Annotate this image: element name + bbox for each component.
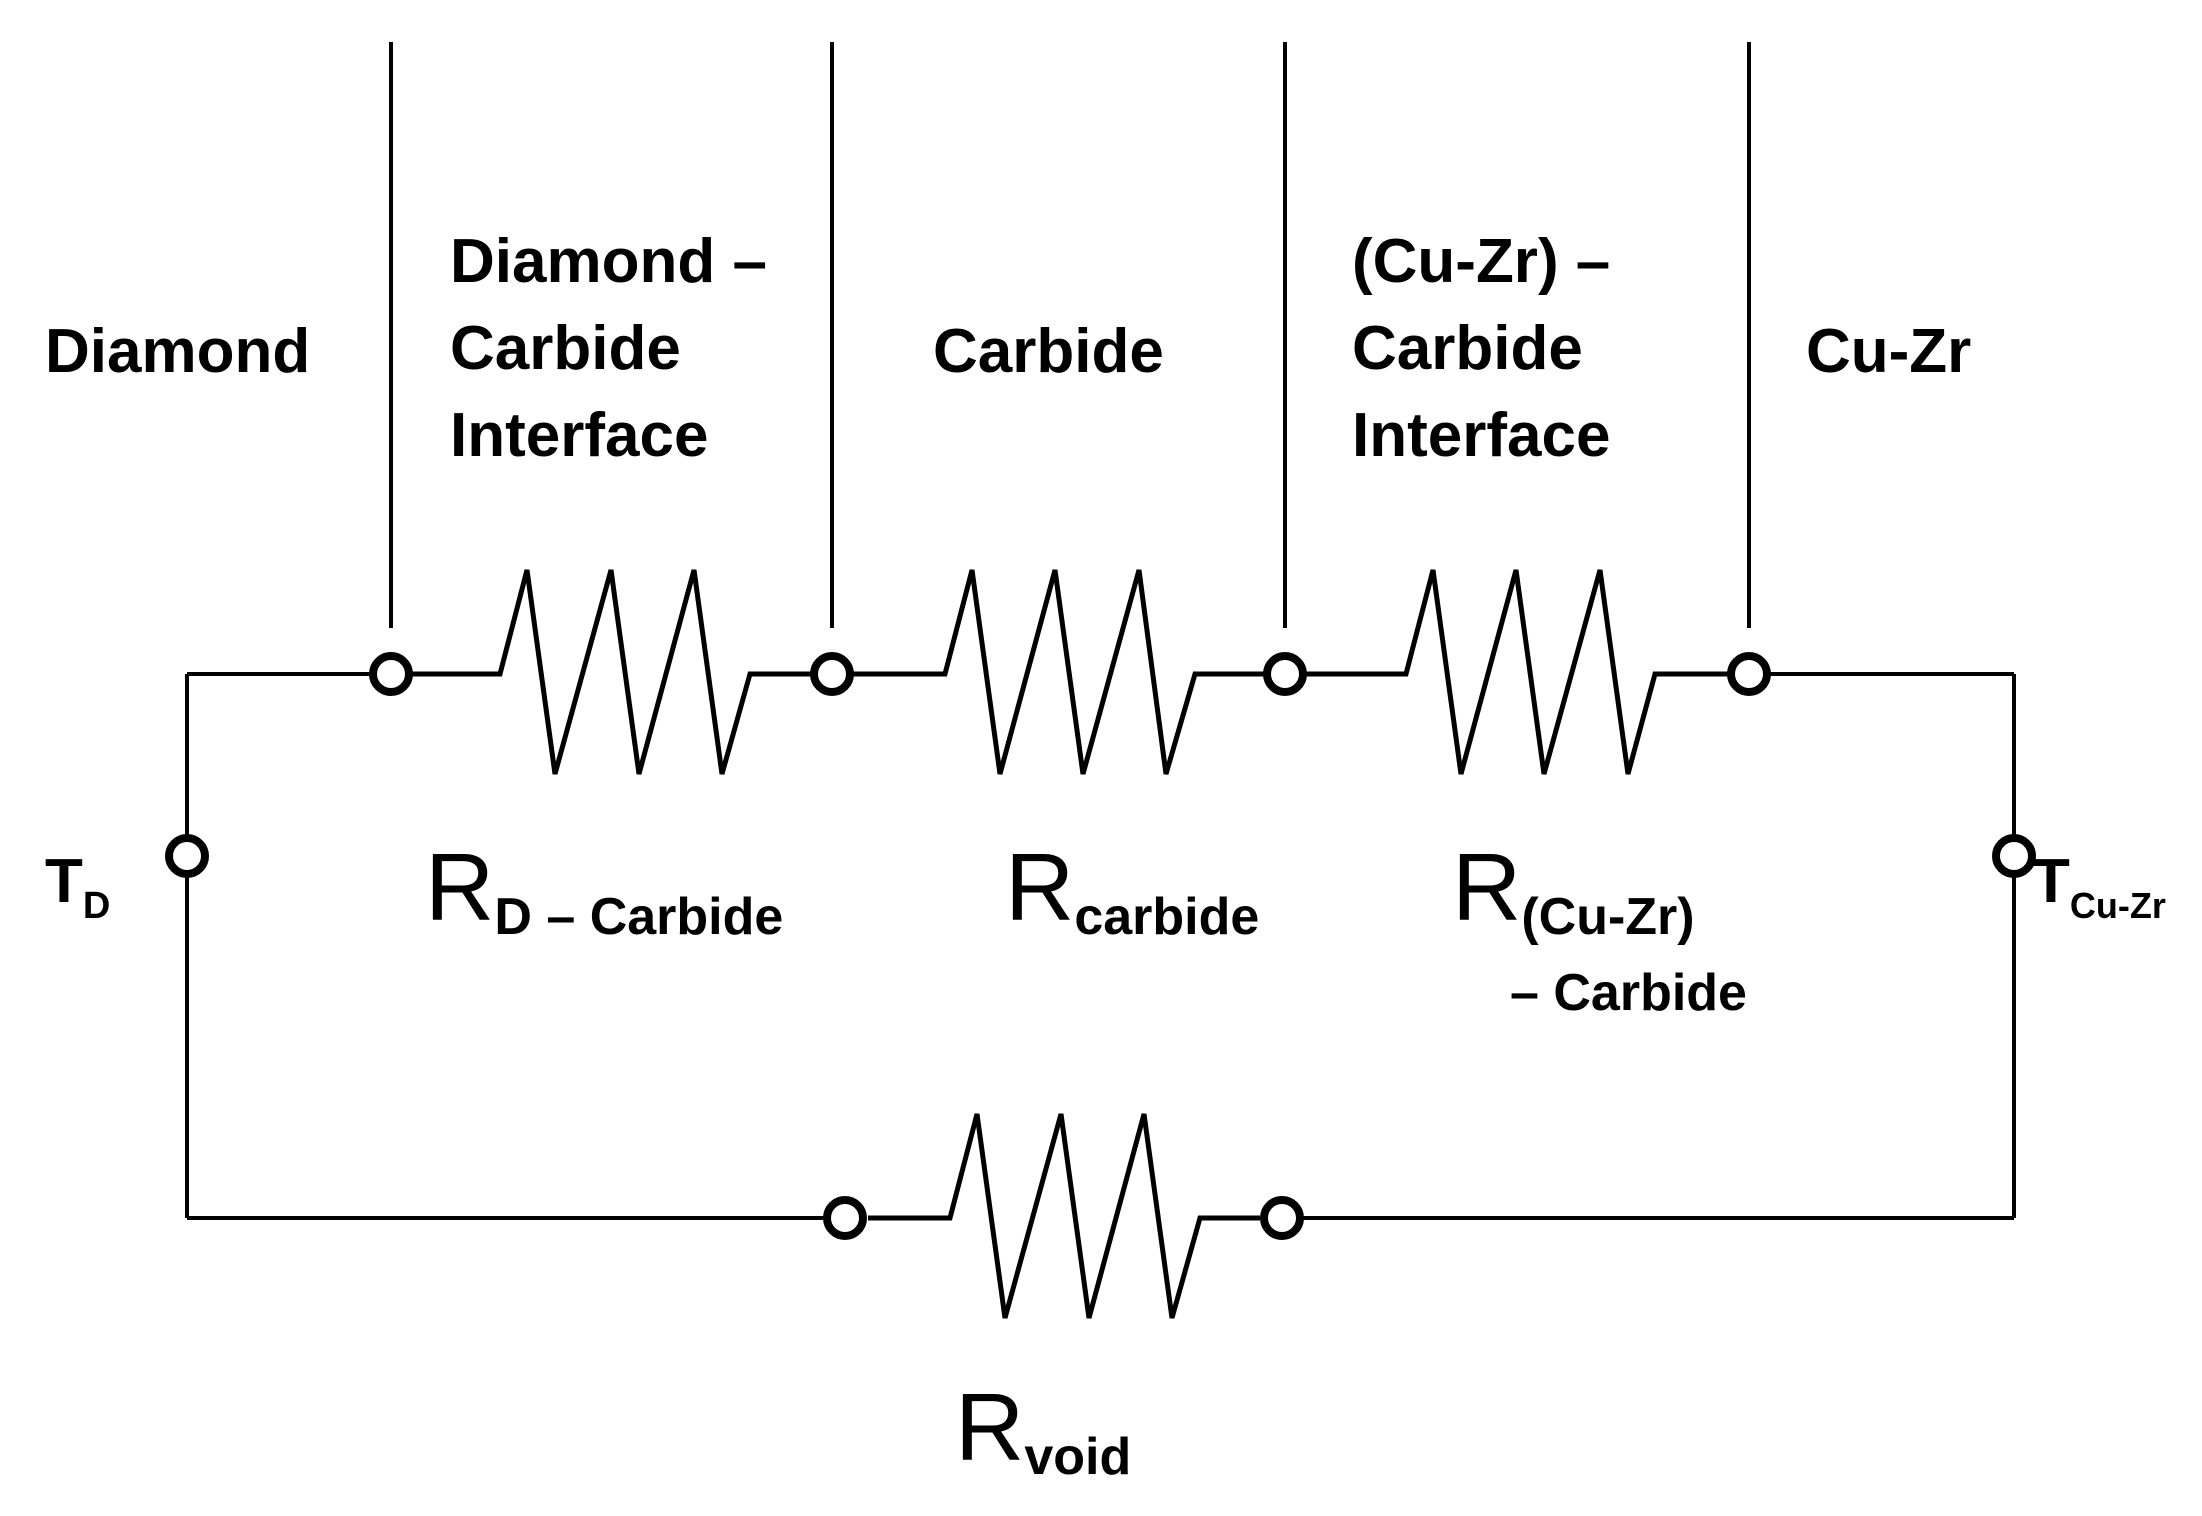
node-void-left: [823, 1196, 867, 1240]
node-interface-cuzr: [1727, 652, 1771, 696]
temperature-tcuzr-main: T: [2032, 847, 2070, 916]
node-td: [165, 834, 209, 878]
node-tcuzr: [1992, 834, 2036, 878]
resistor-void-sub: void: [1024, 1428, 1131, 1486]
region-label-cuzr-interface-line2: Carbide: [1352, 314, 1583, 383]
resistor-d-carbide-sub: D – Carbide: [494, 888, 783, 946]
resistor-carbide-main: R: [1005, 834, 1074, 941]
temperature-td-main: T: [45, 847, 83, 916]
resistor-carbide-label: Rcarbide: [1005, 834, 1259, 946]
resistor-cuzr-carbide-sub: (Cu-Zr): [1521, 888, 1694, 946]
resistor-void-label: Rvoid: [955, 1374, 1131, 1486]
resistor-d-carbide-label: RD – Carbide: [425, 834, 783, 946]
resistor-carbide-sub: carbide: [1074, 888, 1259, 946]
region-label-cuzr-interface-line3: Interface: [1352, 401, 1610, 470]
temperature-tcuzr-sub: Cu-Zr: [2070, 885, 2166, 926]
temperature-td-sub: D: [83, 885, 110, 927]
region-label-carbide: Carbide: [933, 317, 1164, 386]
resistor-void: [868, 1113, 1260, 1319]
resistor-d-carbide: [406, 569, 842, 775]
region-label-dc-interface-line3: Interface: [450, 401, 708, 470]
region-label-dc-interface-line1: Diamond –: [450, 227, 767, 296]
resistor-cuzr-carbide-sub2: – Carbide: [1510, 964, 1747, 1022]
resistor-cuzr-carbide: [1305, 569, 1732, 775]
region-label-cuzr: Cu-Zr: [1806, 317, 1971, 386]
resistor-cuzr-carbide-main: R: [1452, 834, 1521, 941]
region-label-cuzr-interface-line1: (Cu-Zr) –: [1352, 227, 1610, 296]
resistor-carbide: [849, 569, 1268, 775]
node-diamond-interface: [369, 652, 413, 696]
node-interface-carbide: [810, 652, 854, 696]
region-label-dc-interface-line2: Carbide: [450, 314, 681, 383]
temperature-td-label: TD: [45, 847, 110, 927]
resistor-cuzr-carbide-label: R(Cu-Zr): [1452, 834, 1695, 946]
node-void-right: [1260, 1196, 1304, 1240]
resistor-d-carbide-main: R: [425, 834, 494, 941]
region-label-diamond: Diamond: [45, 317, 310, 386]
node-carbide-interface: [1263, 652, 1307, 696]
resistor-void-main: R: [955, 1374, 1024, 1481]
temperature-tcuzr-label: TCu-Zr: [2032, 847, 2166, 926]
